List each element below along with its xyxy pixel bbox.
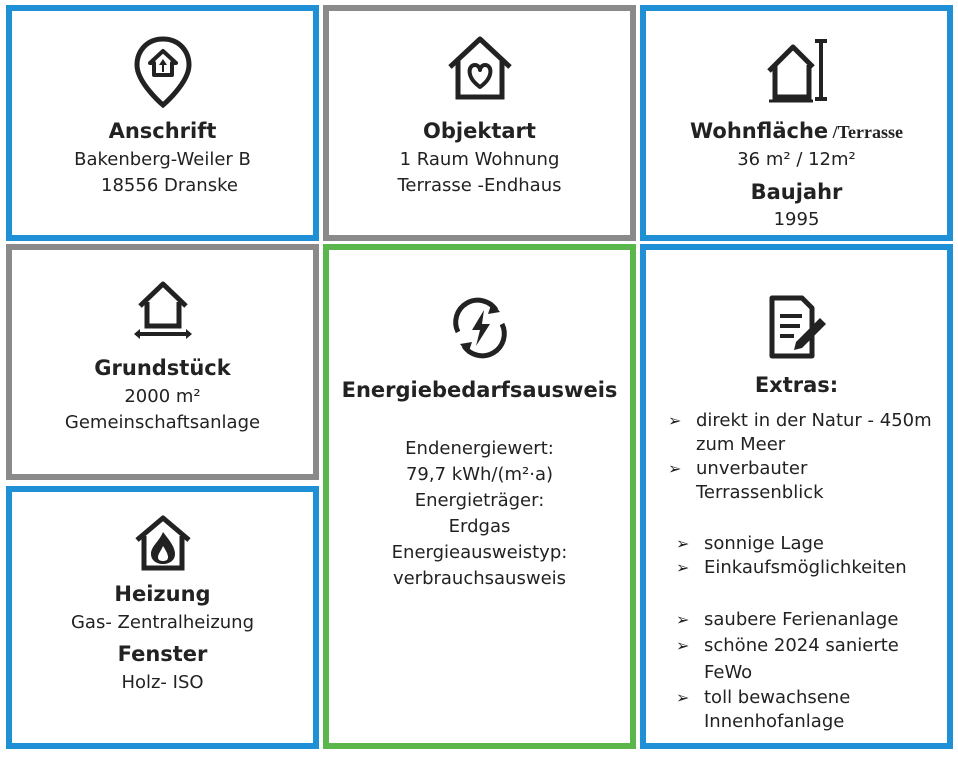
heizung-value: Gas- Zentralheizung [70, 612, 255, 633]
list-item: ➢direkt in der Natur - 450m zum Meer [668, 410, 932, 455]
fenster-value: Holz- ISO [121, 672, 204, 693]
house-plot-icon [133, 281, 192, 339]
grundstueck-line1: 2000 m² [124, 386, 201, 407]
house-heart-icon [447, 36, 512, 100]
list-item: ➢sonnige Lage [676, 533, 824, 554]
energie-line-6: verbrauchsausweis [392, 568, 567, 589]
objektart-heading: Objektart [423, 119, 536, 143]
objektart-line1: 1 Raum Wohnung [399, 149, 560, 170]
arrow-icon: ➢ [668, 411, 682, 430]
extras-list-a: ➢direkt in der Natur - 450m zum Meer ➢un… [668, 409, 938, 505]
card-anschrift: Anschrift Bakenberg-Weiler B 18556 Drans… [6, 5, 319, 241]
fenster-heading: Fenster [117, 642, 208, 666]
card-wohnflaeche: Wohnfläche /Terrasse 36 m² / 12m² Baujah… [640, 5, 953, 241]
baujahr-heading: Baujahr [750, 180, 843, 204]
card-grundstueck: Grundstück 2000 m² Gemeinschaftsanlage [6, 244, 319, 480]
list-item: ➢toll bewachsene Innenhofanlage [676, 687, 851, 732]
arrow-icon: ➢ [676, 610, 690, 629]
house-flame-icon [134, 515, 191, 571]
card-energie: Energiebedarfsausweis Endenergiewert: 79… [323, 244, 636, 749]
extras-list-c: ➢saubere Ferienanlage ➢schöne 2024 sanie… [676, 608, 916, 734]
heizung-heading: Heizung [114, 582, 211, 606]
energie-heading: Energiebedarfsausweis [341, 378, 618, 402]
energy-cycle-icon [452, 297, 507, 359]
wohnflaeche-heading: Wohnfläche [690, 119, 829, 143]
card-heizung: Heizung Gas- Zentralheizung Fenster Holz… [6, 486, 319, 749]
list-item: ➢ Einkaufsmöglichkeiten [676, 557, 907, 578]
arrow-icon: ➢ [676, 558, 690, 577]
list-item: ➢unverbauter Terrassenblick [668, 458, 824, 503]
objektart-line2: Terrasse -Endhaus [397, 175, 562, 196]
list-item: ➢schöne 2024 sanierte FeWo [676, 632, 916, 686]
grundstueck-line2: Gemeinschaftsanlage [64, 412, 261, 433]
arrow-icon: ➢ [668, 459, 682, 478]
extras-list-b: ➢sonnige Lage ➢ Einkaufsmöglichkeiten [676, 532, 946, 580]
arrow-icon: ➢ [676, 688, 690, 707]
wohnflaeche-value: 36 m² / 12m² [737, 149, 856, 170]
anschrift-line2: 18556 Dranske [101, 175, 238, 196]
grundstueck-heading: Grundstück [94, 356, 231, 380]
arrow-icon: ➢ [676, 534, 690, 553]
wohnflaeche-heading-row: Wohnfläche /Terrasse [646, 119, 947, 143]
card-objektart: Objektart 1 Raum Wohnung Terrasse -Endha… [323, 5, 636, 241]
house-measure-icon [766, 39, 827, 103]
anschrift-heading: Anschrift [108, 119, 217, 143]
list-item: ➢saubere Ferienanlage [676, 609, 899, 630]
energie-line-5: Energieausweistyp: [391, 542, 568, 563]
energie-line-4: Erdgas [448, 516, 511, 537]
location-home-icon [133, 36, 192, 109]
document-pen-icon [769, 295, 826, 359]
card-extras: Extras: ➢direkt in der Natur - 450m zum … [640, 244, 953, 749]
energie-line-3: Energieträger: [414, 490, 545, 511]
extras-heading: Extras: [754, 373, 839, 397]
energie-line-1: Endenergiewert: [405, 438, 554, 459]
wohnflaeche-heading-suffix: /Terrasse [828, 122, 903, 142]
anschrift-line1: Bakenberg-Weiler B [74, 149, 251, 170]
energie-line-2: 79,7 kWh/(m²·a) [405, 464, 554, 485]
arrow-icon: ➢ [676, 636, 690, 655]
baujahr-value: 1995 [773, 209, 820, 230]
